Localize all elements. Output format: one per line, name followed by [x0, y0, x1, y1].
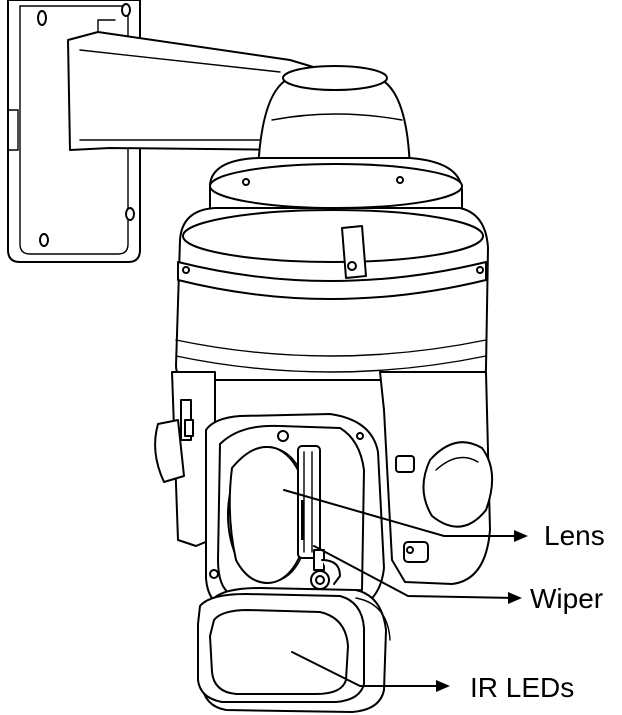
top-cap: [257, 65, 411, 173]
upper-housing: [209, 157, 463, 225]
label-wiper: Wiper: [530, 583, 603, 614]
label-ir-leds: IR LEDs: [470, 672, 574, 703]
leader-lens: [283, 489, 528, 542]
leader-wiper: [313, 545, 522, 604]
wiper: [297, 445, 341, 590]
ir-illuminator: [197, 587, 391, 713]
right-yoke: [379, 371, 494, 585]
left-yoke: [154, 371, 216, 547]
lens: [227, 445, 311, 584]
label-lens: Lens: [544, 520, 605, 551]
leader-ir-leds: [291, 651, 450, 692]
main-housing: [175, 207, 489, 381]
